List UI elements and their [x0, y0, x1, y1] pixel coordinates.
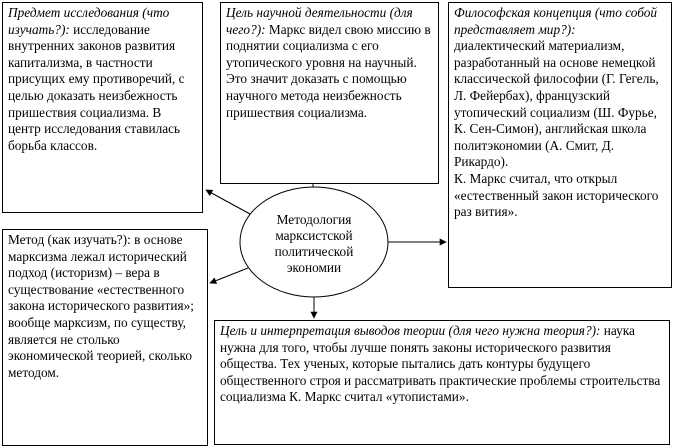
interpretation-body: наука нужна для того, чтобы лучше понять… — [220, 323, 661, 405]
philosophy-box: Философская концепция (что собой предста… — [448, 2, 672, 288]
goal-heading: Цель научной деятельности (для чего?): — [226, 5, 413, 37]
subject-heading: Предмет исследования (что изучать?): — [8, 5, 170, 37]
interpretation-box: Цель и интерпретация выводов теории (для… — [214, 320, 670, 445]
philosophy-heading: Философская концепция (что собой предста… — [454, 5, 658, 37]
arrow-to-method — [209, 267, 249, 284]
goal-body: Маркс видел свою миссию в поднятии социа… — [226, 21, 431, 120]
subject-box: Предмет исследования (что изучать?): исс… — [2, 2, 203, 213]
method-heading: Метод (как изучать?): — [8, 232, 131, 247]
goal-box: Цель научной деятельности (для чего?): М… — [220, 2, 439, 184]
interpretation-heading: Цель и интерпретация выводов теории (для… — [220, 323, 601, 338]
method-body: в основе марксизма лежал исторический по… — [8, 232, 194, 380]
philosophy-body: диалектический материализм, разработанны… — [454, 38, 659, 170]
center-title: Методология марксистской политической эк… — [274, 212, 354, 275]
philosophy-body-2: К. Маркс считал, что открыл «естественны… — [454, 170, 659, 220]
subject-body: исследование внутренних законов развития… — [8, 21, 185, 153]
arrow-to-subject — [205, 189, 251, 215]
method-box: Метод (как изучать?): в основе марксизма… — [2, 229, 208, 446]
